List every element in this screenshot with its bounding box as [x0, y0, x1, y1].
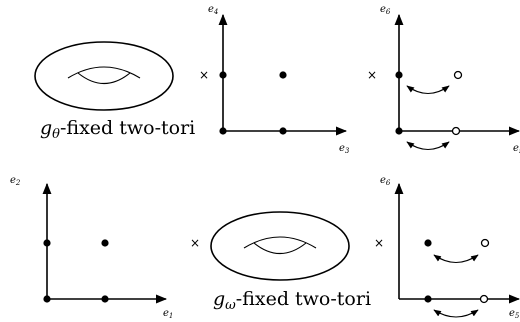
- times-symbol-bottom-2: ×: [374, 236, 384, 250]
- fixed-point: [219, 127, 227, 135]
- fixed-point: [424, 295, 432, 303]
- fixed-point: [219, 71, 227, 79]
- fixed-point: [424, 239, 432, 247]
- axis-label-e2: e2: [10, 175, 21, 187]
- times-symbol-top-1: ×: [199, 68, 209, 82]
- identified-point: [479, 294, 489, 304]
- fixed-point: [43, 239, 51, 247]
- axis-label-e1: e1: [163, 308, 173, 320]
- axis-label-e5-bottom: e5: [509, 308, 520, 320]
- fixed-point: [279, 127, 287, 135]
- axis-label-e6-top: e6: [380, 4, 391, 16]
- identified-point: [480, 238, 490, 248]
- torus-bottom: [210, 211, 350, 281]
- plane-e5-e6-bottom: [394, 182, 520, 318]
- times-symbol-bottom-1: ×: [190, 236, 200, 250]
- torus-top: [34, 41, 174, 111]
- fixed-point: [101, 239, 109, 247]
- fixed-point: [395, 127, 403, 135]
- identified-point: [453, 70, 463, 80]
- axis-label-e5-top: e5: [513, 143, 520, 155]
- identification-arrow: [433, 254, 479, 264]
- identification-arrow: [433, 309, 479, 318]
- identified-point: [451, 126, 461, 136]
- torus-top-caption: gθ-fixed two-tori: [40, 117, 195, 142]
- axis-label-e4: e4: [208, 4, 218, 16]
- fixed-point: [43, 295, 51, 303]
- axis-label-e6-bottom: e6: [380, 175, 391, 187]
- fixed-point: [279, 71, 287, 79]
- torus-bottom-caption: gω-fixed two-tori: [213, 288, 371, 313]
- plane-e1-e2: [42, 182, 168, 304]
- fixed-point: [101, 295, 109, 303]
- times-symbol-top-2: ×: [367, 68, 377, 82]
- identification-arrow: [406, 85, 450, 95]
- axis-label-e3: e3: [339, 143, 350, 155]
- plane-e5-e6-top: [394, 13, 520, 151]
- plane-e3-e4: [218, 13, 348, 136]
- identification-arrow: [406, 141, 450, 151]
- fixed-point: [395, 71, 403, 79]
